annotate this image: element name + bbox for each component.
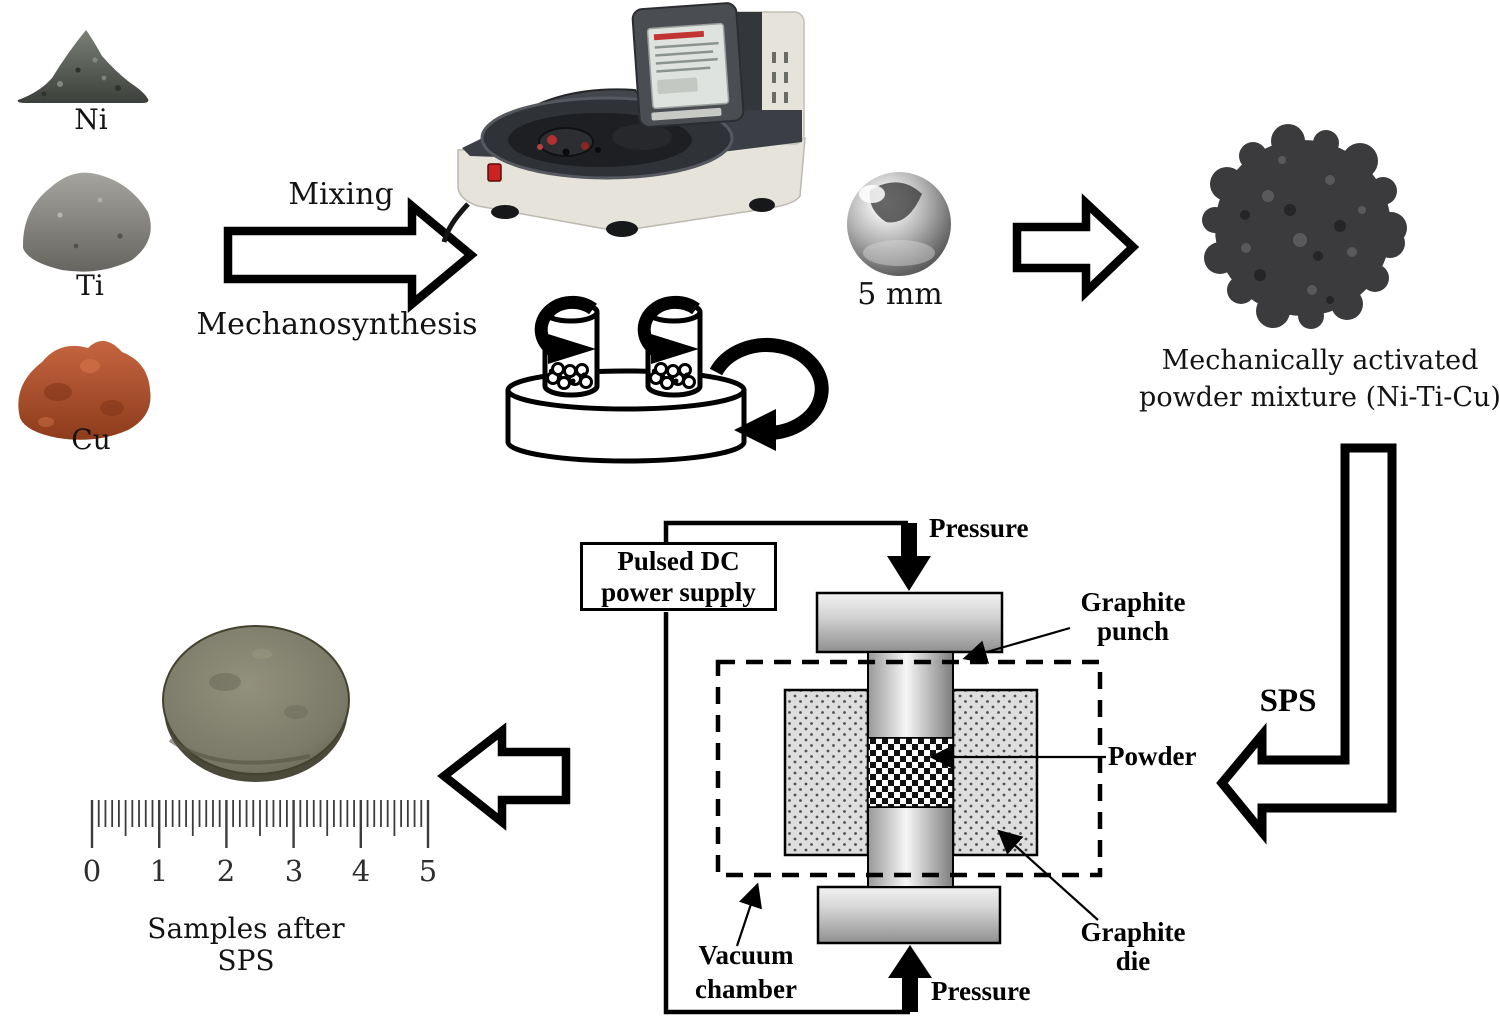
mixing-label: Mixing <box>288 177 394 212</box>
sample-disc <box>162 625 350 782</box>
powder-compact <box>867 737 954 808</box>
graphite-punch-label: Graphite punch <box>1058 588 1208 646</box>
pointer-line-graphite-die <box>997 829 1099 921</box>
pressure-arrow-bottom <box>888 945 932 1012</box>
ruler-number-3: 3 <box>284 854 304 888</box>
power-supply-label-line1: Pulsed DC <box>617 545 740 576</box>
vacuum-chamber-line1: Vacuum <box>698 940 794 970</box>
bottom-electrode <box>816 885 1002 945</box>
sample-arrow <box>437 722 571 831</box>
upper-punch <box>867 651 954 739</box>
activated-powder-pile <box>1202 124 1407 329</box>
ruler-number-5: 5 <box>418 854 438 888</box>
nickel-powder-pile <box>17 30 149 103</box>
jar-rotation-arrow <box>534 295 597 364</box>
vacuum-chamber-line2: chamber <box>695 974 797 1004</box>
turntable-rotation-arrow <box>709 338 829 451</box>
titanium-powder-pile <box>22 172 151 272</box>
activated-powder-label-line1: Mechanically activated <box>1161 345 1479 376</box>
circuit-wire-top <box>663 520 908 542</box>
milling-jar <box>534 295 600 398</box>
titanium-powder-label: Ti <box>76 269 104 302</box>
transfer-arrow <box>1012 193 1140 302</box>
graphite-die-line2: die <box>1115 946 1151 976</box>
pressure-arrow-top <box>887 523 931 591</box>
machine-control-panel <box>631 2 745 128</box>
mechanosynthesis-label: Mechanosynthesis <box>196 307 478 342</box>
circuit-wire-bottom <box>663 612 910 1015</box>
pointer-line-graphite-punch <box>962 626 1071 664</box>
copper-powder-pile <box>18 340 151 440</box>
jar-rotation-arrow <box>637 295 700 364</box>
sps-label: SPS <box>1259 683 1317 719</box>
ruler-number-2: 2 <box>216 854 236 888</box>
top-electrode <box>815 591 1004 654</box>
pressure-bottom-label: Pressure <box>931 976 1031 1006</box>
milling-jars-schematic <box>505 295 829 464</box>
graphite-punch-line2: punch <box>1096 616 1170 646</box>
sps-routing-arrow <box>1216 443 1397 845</box>
ruler-number-0: 0 <box>82 854 102 888</box>
nickel-powder-label: Ni <box>74 103 108 136</box>
milling-jar <box>637 295 703 398</box>
ruler-number-1: 1 <box>149 854 169 888</box>
graphite-punch-line1: Graphite <box>1080 587 1186 617</box>
ruler-number-4: 4 <box>351 854 371 888</box>
sps-schematic <box>663 520 1106 1015</box>
graphite-die-left <box>783 688 870 857</box>
copper-powder-label: Cu <box>71 423 111 456</box>
samples-after-sps-label: Samples after SPS <box>147 912 345 978</box>
mixing-arrow <box>223 196 478 314</box>
steel-ball <box>847 172 951 276</box>
pointer-line-vacuum-chamber <box>735 882 762 947</box>
vacuum-chamber-boundary <box>715 659 1103 878</box>
ball-mill-machine <box>441 2 806 243</box>
powder-label: Powder <box>1108 741 1197 771</box>
activated-powder-label-line2: powder mixture (Ni-Ti-Cu) <box>1139 382 1500 413</box>
graphite-die-right <box>951 688 1039 857</box>
pulsed-dc-power-supply-box: Pulsed DC power supply <box>580 542 777 611</box>
graphite-die-label: Graphite die <box>1058 918 1208 976</box>
pressure-top-label: Pressure <box>929 513 1029 543</box>
ruler <box>90 800 430 848</box>
vacuum-chamber-label: Vacuum chamber <box>666 938 826 1006</box>
activated-powder-label: Mechanically activated powder mixture (N… <box>1135 342 1500 416</box>
power-supply-label-line2: power supply <box>601 576 756 607</box>
ball-size-label: 5 mm <box>857 277 943 312</box>
graphite-die-line1: Graphite <box>1080 917 1186 947</box>
